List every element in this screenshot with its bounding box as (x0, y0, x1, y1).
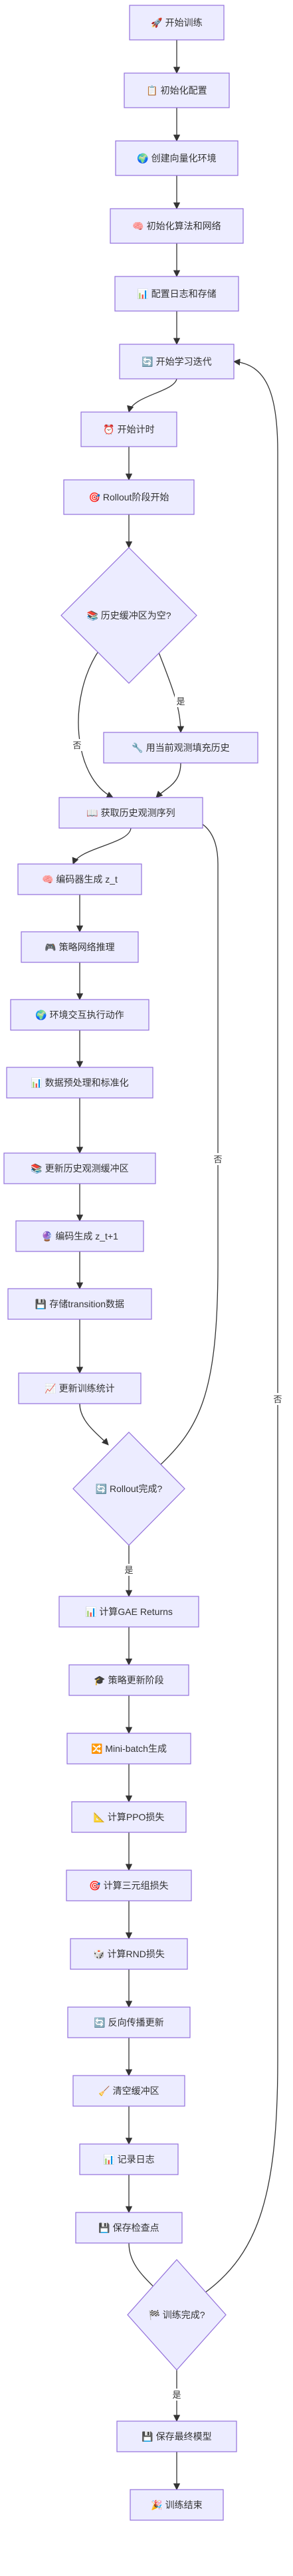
node-encode-z: 🧠 编码器生成 z_t (17, 863, 142, 895)
node-create-env: 🌍 创建向量化环境 (115, 140, 239, 176)
svg-text:📚 更新历史观测缓冲区: 📚 更新历史观测缓冲区 (31, 1163, 128, 1174)
label-train-yes: 是 (171, 2389, 183, 2401)
svg-text:📊 数据预处理和标准化: 📊 数据预处理和标准化 (31, 1077, 128, 1089)
node-triplet-loss: 🎯 计算三元组损失 (66, 1870, 192, 1901)
svg-text:📚 历史缓冲区为空?: 📚 历史缓冲区为空? (86, 610, 171, 621)
node-start-timer: ⏰ 开始计时 (80, 411, 177, 447)
svg-text:🔧 用当前观测填充历史: 🔧 用当前观测填充历史 (132, 742, 229, 754)
edge-stats-done (79, 1403, 109, 1446)
edge-train-no (204, 358, 278, 2294)
svg-text:📐 计算PPO损失: 📐 计算PPO损失 (94, 1812, 165, 1823)
node-loop-start: 🔄 开始学习迭代 (119, 344, 235, 379)
svg-text:🎮 策略网络推理: 🎮 策略网络推理 (45, 942, 114, 952)
label-rollout-yes: 是 (123, 1564, 135, 1576)
svg-text:📊 记录日志: 📊 记录日志 (103, 2154, 154, 2165)
svg-text:否: 否 (213, 1154, 222, 1164)
svg-text:📈 更新训练统计: 📈 更新训练统计 (45, 1383, 114, 1394)
svg-text:🌍 创建向量化环境: 🌍 创建向量化环境 (137, 153, 216, 164)
svg-text:否: 否 (72, 740, 81, 750)
node-clear-buffer: 🧹 清空缓冲区 (72, 2075, 185, 2107)
edge-fill-get (155, 762, 181, 798)
svg-text:🧹 清空缓冲区: 🧹 清空缓冲区 (98, 2086, 159, 2097)
node-policy-update: 🎓 策略更新阶段 (68, 1664, 189, 1696)
svg-text:🎯 Rollout阶段开始: 🎯 Rollout阶段开始 (89, 492, 169, 502)
node-ppo-loss: 📐 计算PPO损失 (71, 1801, 187, 1833)
svg-text:否: 否 (273, 1394, 282, 1404)
svg-text:🚀 开始训练: 🚀 开始训练 (151, 17, 202, 29)
label-rollout-no: 否 (212, 1153, 224, 1165)
svg-text:🎉 训练结束: 🎉 训练结束 (151, 2500, 202, 2511)
node-save-final: 💾 保存最终模型 (116, 2420, 237, 2452)
label-history-yes: 是 (175, 695, 187, 707)
node-init-config: 📋 初始化配置 (124, 72, 230, 108)
svg-text:📋 初始化配置: 📋 初始化配置 (146, 85, 207, 96)
node-fill-history: 🔧 用当前观测填充历史 (103, 732, 258, 764)
node-backprop: 🔄 反向传播更新 (67, 2006, 191, 2038)
svg-text:🔄 Rollout完成?: 🔄 Rollout完成? (96, 1483, 163, 1495)
svg-text:🔀 Mini-batch生成: 🔀 Mini-batch生成 (91, 1743, 167, 1755)
edge-labels: 是 否 否 是 否 是 (71, 695, 284, 2401)
node-save-ckpt: 💾 保存检查点 (75, 2212, 183, 2244)
svg-text:🌍 环境交互执行动作: 🌍 环境交互执行动作 (35, 1010, 124, 1021)
node-init-algo: 🧠 初始化算法和网络 (110, 208, 244, 244)
svg-text:🔮 编码生成 z_t+1: 🔮 编码生成 z_t+1 (41, 1231, 118, 1242)
node-minibatch: 🔀 Mini-batch生成 (66, 1733, 191, 1765)
svg-text:🔄 开始学习迭代: 🔄 开始学习迭代 (142, 356, 211, 368)
svg-text:是: 是 (176, 697, 185, 706)
node-start: 🚀 开始训练 (129, 5, 225, 41)
edge-decision-yes (157, 649, 185, 734)
svg-text:💾 保存检查点: 💾 保存检查点 (98, 2222, 159, 2234)
decision-rollout-done: 🔄 Rollout完成? (72, 1432, 185, 1546)
edge-get-encode (72, 827, 132, 865)
svg-text:是: 是 (124, 1565, 133, 1575)
node-preprocess: 📊 数据预处理和标准化 (6, 1067, 153, 1099)
svg-text:🏁 训练完成?: 🏁 训练完成? (148, 2309, 205, 2321)
node-store-transition: 💾 存储transition数据 (7, 1288, 152, 1320)
node-rnd-loss: 🎲 计算RND损失 (70, 1938, 188, 1970)
svg-text:📖 获取历史观测序列: 📖 获取历史观测序列 (86, 807, 175, 818)
svg-text:💾 存储transition数据: 💾 存储transition数据 (35, 1299, 124, 1310)
svg-text:🧠 编码器生成 z_t: 🧠 编码器生成 z_t (42, 874, 118, 885)
svg-text:🎯 计算三元组损失: 🎯 计算三元组损失 (89, 1880, 168, 1891)
nodes: 🚀 开始训练 📋 初始化配置 🌍 创建向量化环境 🧠 初始化算法和网络 📊 配置… (3, 5, 258, 2521)
svg-text:⏰ 开始计时: ⏰ 开始计时 (103, 423, 154, 435)
edge-rollout-no (155, 811, 219, 1469)
node-encode-z1: 🔮 编码生成 z_t+1 (15, 1220, 144, 1252)
decision-history-empty: 📚 历史缓冲区为空? (60, 547, 197, 684)
node-get-history: 📖 获取历史观测序列 (58, 797, 203, 829)
svg-text:🎓 策略更新阶段: 🎓 策略更新阶段 (94, 1675, 163, 1686)
svg-text:📊 配置日志和存储: 📊 配置日志和存储 (137, 288, 216, 300)
edge-decision-no (78, 649, 114, 798)
node-record-log: 📊 记录日志 (79, 2143, 179, 2175)
node-update-history: 📚 更新历史观测缓冲区 (3, 1152, 156, 1184)
svg-text:📊 计算GAE Returns: 📊 计算GAE Returns (85, 1606, 173, 1618)
label-history-no: 否 (71, 739, 83, 751)
node-policy-infer: 🎮 策略网络推理 (21, 931, 139, 963)
svg-text:🔄 反向传播更新: 🔄 反向传播更新 (94, 2017, 163, 2028)
label-train-no: 否 (272, 1393, 284, 1405)
node-compute-gae: 📊 计算GAE Returns (58, 1596, 199, 1628)
node-env-step: 🌍 环境交互执行动作 (10, 999, 149, 1031)
node-rollout-start: 🎯 Rollout阶段开始 (63, 479, 195, 515)
node-update-stats: 📈 更新训练统计 (18, 1372, 142, 1404)
edge-loop-timer (127, 378, 177, 413)
decision-train-done: 🏁 训练完成? (127, 2259, 227, 2371)
svg-text:💾 保存最终模型: 💾 保存最终模型 (142, 2431, 211, 2442)
node-end: 🎉 训练结束 (130, 2489, 224, 2521)
edges (72, 40, 278, 2491)
svg-text:🧠 初始化算法和网络: 🧠 初始化算法和网络 (132, 221, 221, 231)
node-config-log: 📊 配置日志和存储 (114, 276, 239, 312)
svg-text:是: 是 (172, 2390, 181, 2400)
svg-text:🎲 计算RND损失: 🎲 计算RND损失 (93, 1949, 165, 1960)
